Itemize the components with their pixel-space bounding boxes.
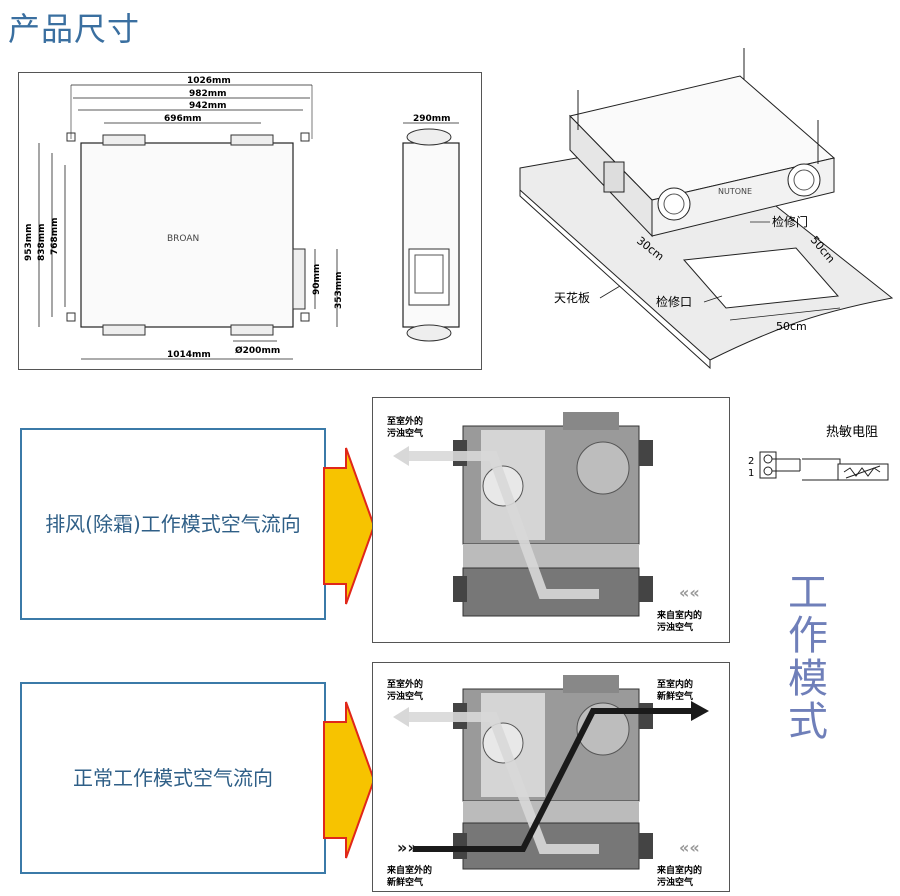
install-brand: NUTONE: [718, 187, 752, 196]
flow2-in-dirty-1: 来自室内的: [656, 864, 702, 876]
flow-panel-normal: »» «« 至室外的 污浊空气 至室内的 新鲜空气 来自室外的 新鲜空气 来自室…: [372, 662, 730, 892]
dim-50cm-bottom: 50cm: [776, 320, 807, 333]
dim-696: 696mm: [164, 114, 202, 124]
dim-953: 953mm: [24, 223, 34, 261]
arrow-normal: [323, 701, 376, 859]
dimension-drawing: 1026mm 982mm 942mm 696mm BROAN 953mm 838…: [24, 76, 460, 360]
dim-1014: 1014mm: [167, 350, 211, 360]
service-opening: [682, 247, 840, 309]
mode-box-normal: 正常工作模式空气流向: [20, 682, 326, 874]
arrow-defrost: [323, 447, 376, 605]
label-service-door: 检修门: [772, 214, 808, 229]
dim-1026: 1026mm: [187, 76, 231, 86]
svg-text:««: ««: [679, 583, 700, 602]
svg-text:««: ««: [679, 838, 700, 857]
dim-982: 982mm: [189, 89, 227, 99]
flow-out-dirty-1: 至室外的: [387, 415, 423, 427]
svg-text:»»: »»: [397, 838, 418, 857]
dim-838: 838mm: [37, 223, 47, 261]
side-label: 工作模式: [788, 570, 828, 745]
pin-1: 1: [748, 468, 754, 479]
dim-353: 353mm: [334, 271, 344, 309]
flow2-out-dirty-1: 至室外的: [387, 678, 423, 690]
flow2-in-dirty-2: 污浊空气: [657, 876, 693, 888]
dim-90: 90mm: [312, 264, 322, 295]
thermistor-diagram: 热敏电阻 2 1: [748, 425, 889, 481]
installation-view: NUTONE 检修门 天花板 检修口 30cm 50cm 50cm: [519, 48, 894, 370]
mode-label-normal: 正常工作模式空气流向: [73, 766, 273, 790]
flow2-in-fresh-2: 新鲜空气: [657, 690, 693, 702]
flow2-in-fresh-1: 至室内的: [657, 678, 693, 690]
thermistor-label: 热敏电阻: [826, 425, 878, 440]
flow2-out-fresh-2: 新鲜空气: [387, 876, 423, 888]
flow2-out-fresh-1: 来自室外的: [386, 864, 432, 876]
pin-2: 2: [748, 456, 754, 467]
flow-in-dirty-2: 污浊空气: [657, 621, 693, 633]
dim-290: 290mm: [413, 114, 451, 124]
mode-box-defrost: 排风(除霜)工作模式空气流向: [20, 428, 326, 620]
label-service-opening: 检修口: [656, 294, 692, 309]
flow-panel-defrost: «« 至室外的 污浊空气 来自室内的 污浊空气: [372, 397, 730, 643]
dim-diameter: Ø200mm: [235, 345, 280, 356]
label-ceiling: 天花板: [554, 290, 590, 305]
unit-brand: BROAN: [167, 234, 199, 244]
page-title: 产品尺寸: [8, 10, 141, 48]
dim-942: 942mm: [189, 101, 227, 111]
dim-768: 768mm: [50, 217, 60, 255]
unit-top-view: [80, 142, 294, 328]
flow-in-dirty-1: 来自室内的: [656, 609, 702, 621]
dimension-drawing-panel: 1026mm 982mm 942mm 696mm BROAN 953mm 838…: [18, 72, 482, 370]
mode-label-defrost: 排风(除霜)工作模式空气流向: [45, 512, 301, 536]
flow2-out-dirty-2: 污浊空气: [387, 690, 423, 702]
flow-out-dirty-2: 污浊空气: [387, 427, 423, 439]
